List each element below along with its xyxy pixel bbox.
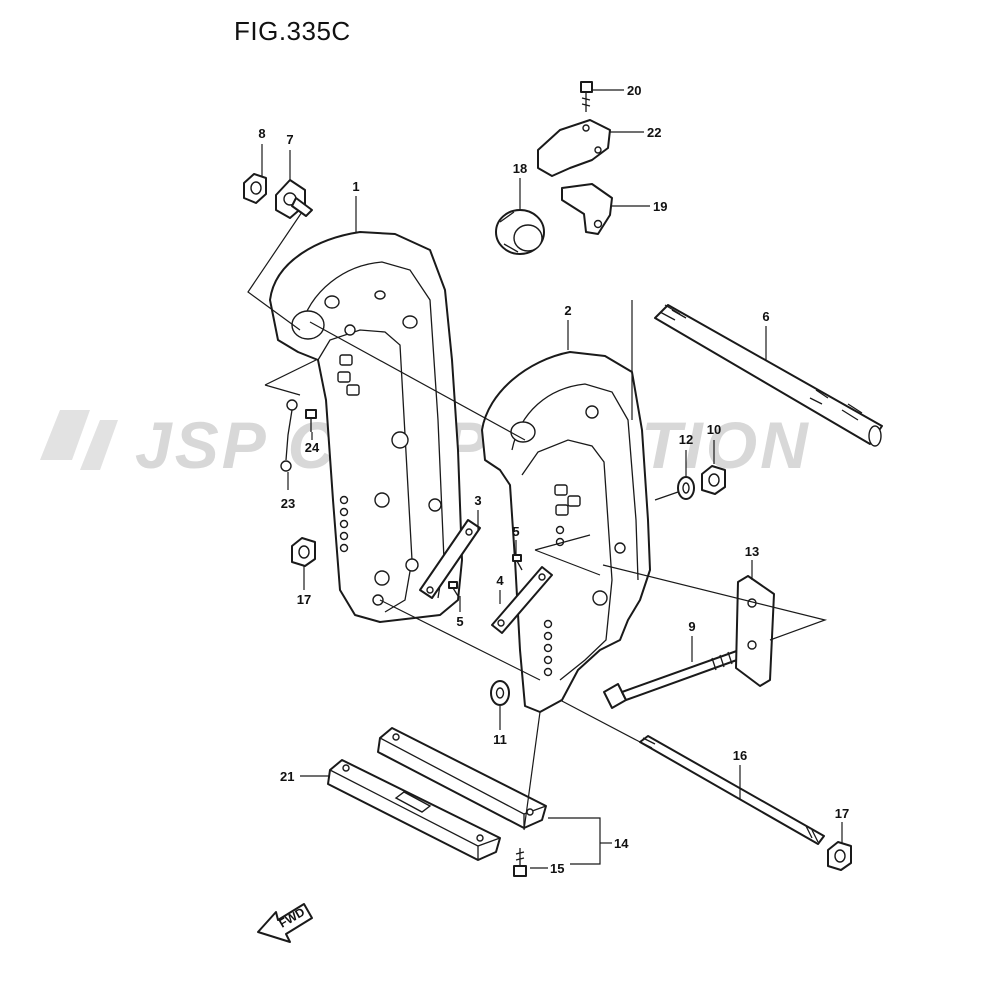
bolt-20 — [580, 81, 593, 112]
washer-11 — [490, 680, 510, 706]
screw-15 — [513, 848, 527, 877]
callout-19: 19 — [653, 199, 667, 214]
callout-1: 1 — [352, 179, 359, 194]
plate-13 — [735, 575, 775, 687]
assembly-lines — [247, 211, 828, 831]
callout-leaders — [261, 89, 843, 869]
callout-21: 21 — [280, 769, 294, 784]
callout-16: 16 — [733, 748, 747, 763]
callout-18: 18 — [513, 161, 527, 176]
callout-23: 23 — [281, 496, 295, 511]
screw-5-upper — [512, 554, 523, 571]
callout-6: 6 — [762, 309, 769, 324]
callout-5-lower: 5 — [456, 614, 463, 629]
bolt-9 — [603, 647, 749, 709]
pad-block-21 — [327, 759, 501, 861]
plate-4 — [491, 566, 553, 634]
callout-14: 14 — [614, 836, 629, 851]
callout-labels: 1 2 3 4 5 5 6 7 8 9 10 11 12 13 14 15 16… — [258, 83, 849, 876]
callout-11: 11 — [493, 732, 507, 747]
callout-2: 2 — [564, 303, 571, 318]
tilt-shaft — [654, 304, 883, 447]
nut-17-right — [827, 841, 852, 871]
callout-17-left: 17 — [297, 592, 311, 607]
cover-22 — [537, 119, 611, 177]
through-bolt-16 — [639, 735, 825, 845]
watermark: JSP CORPORATION — [40, 408, 811, 482]
callout-10: 10 — [707, 422, 721, 437]
screw-24 — [305, 409, 317, 432]
nut-10 — [701, 465, 726, 495]
screw-5-lower — [448, 581, 459, 597]
figure-title: FIG.335C — [234, 16, 351, 46]
nut-17-left — [291, 537, 316, 567]
washer-12 — [677, 476, 695, 500]
callout-17-right: 17 — [835, 806, 849, 821]
callout-5-upper: 5 — [512, 524, 519, 539]
callout-7: 7 — [286, 132, 293, 147]
grommet-18 — [495, 209, 545, 255]
fwd-direction-arrow: FWD — [257, 903, 313, 943]
callout-12: 12 — [679, 432, 693, 447]
clamp-bracket-left — [269, 231, 463, 623]
callout-22: 22 — [647, 125, 661, 140]
cable-23 — [280, 399, 298, 472]
watermark-text: JSP CORPORATION — [135, 408, 811, 482]
callout-15: 15 — [550, 861, 564, 876]
boss-plate-7 — [275, 179, 313, 219]
pad-block-14 — [377, 727, 547, 829]
callout-13: 13 — [745, 544, 759, 559]
plate-3 — [419, 519, 481, 599]
callout-9: 9 — [688, 619, 695, 634]
nut-8 — [243, 173, 267, 204]
callout-8: 8 — [258, 126, 265, 141]
callout-3: 3 — [474, 493, 481, 508]
callout-20: 20 — [627, 83, 641, 98]
bracket-19 — [561, 183, 613, 235]
clamp-bracket-right — [481, 351, 651, 713]
callout-24: 24 — [305, 440, 320, 455]
callout-4: 4 — [496, 573, 504, 588]
